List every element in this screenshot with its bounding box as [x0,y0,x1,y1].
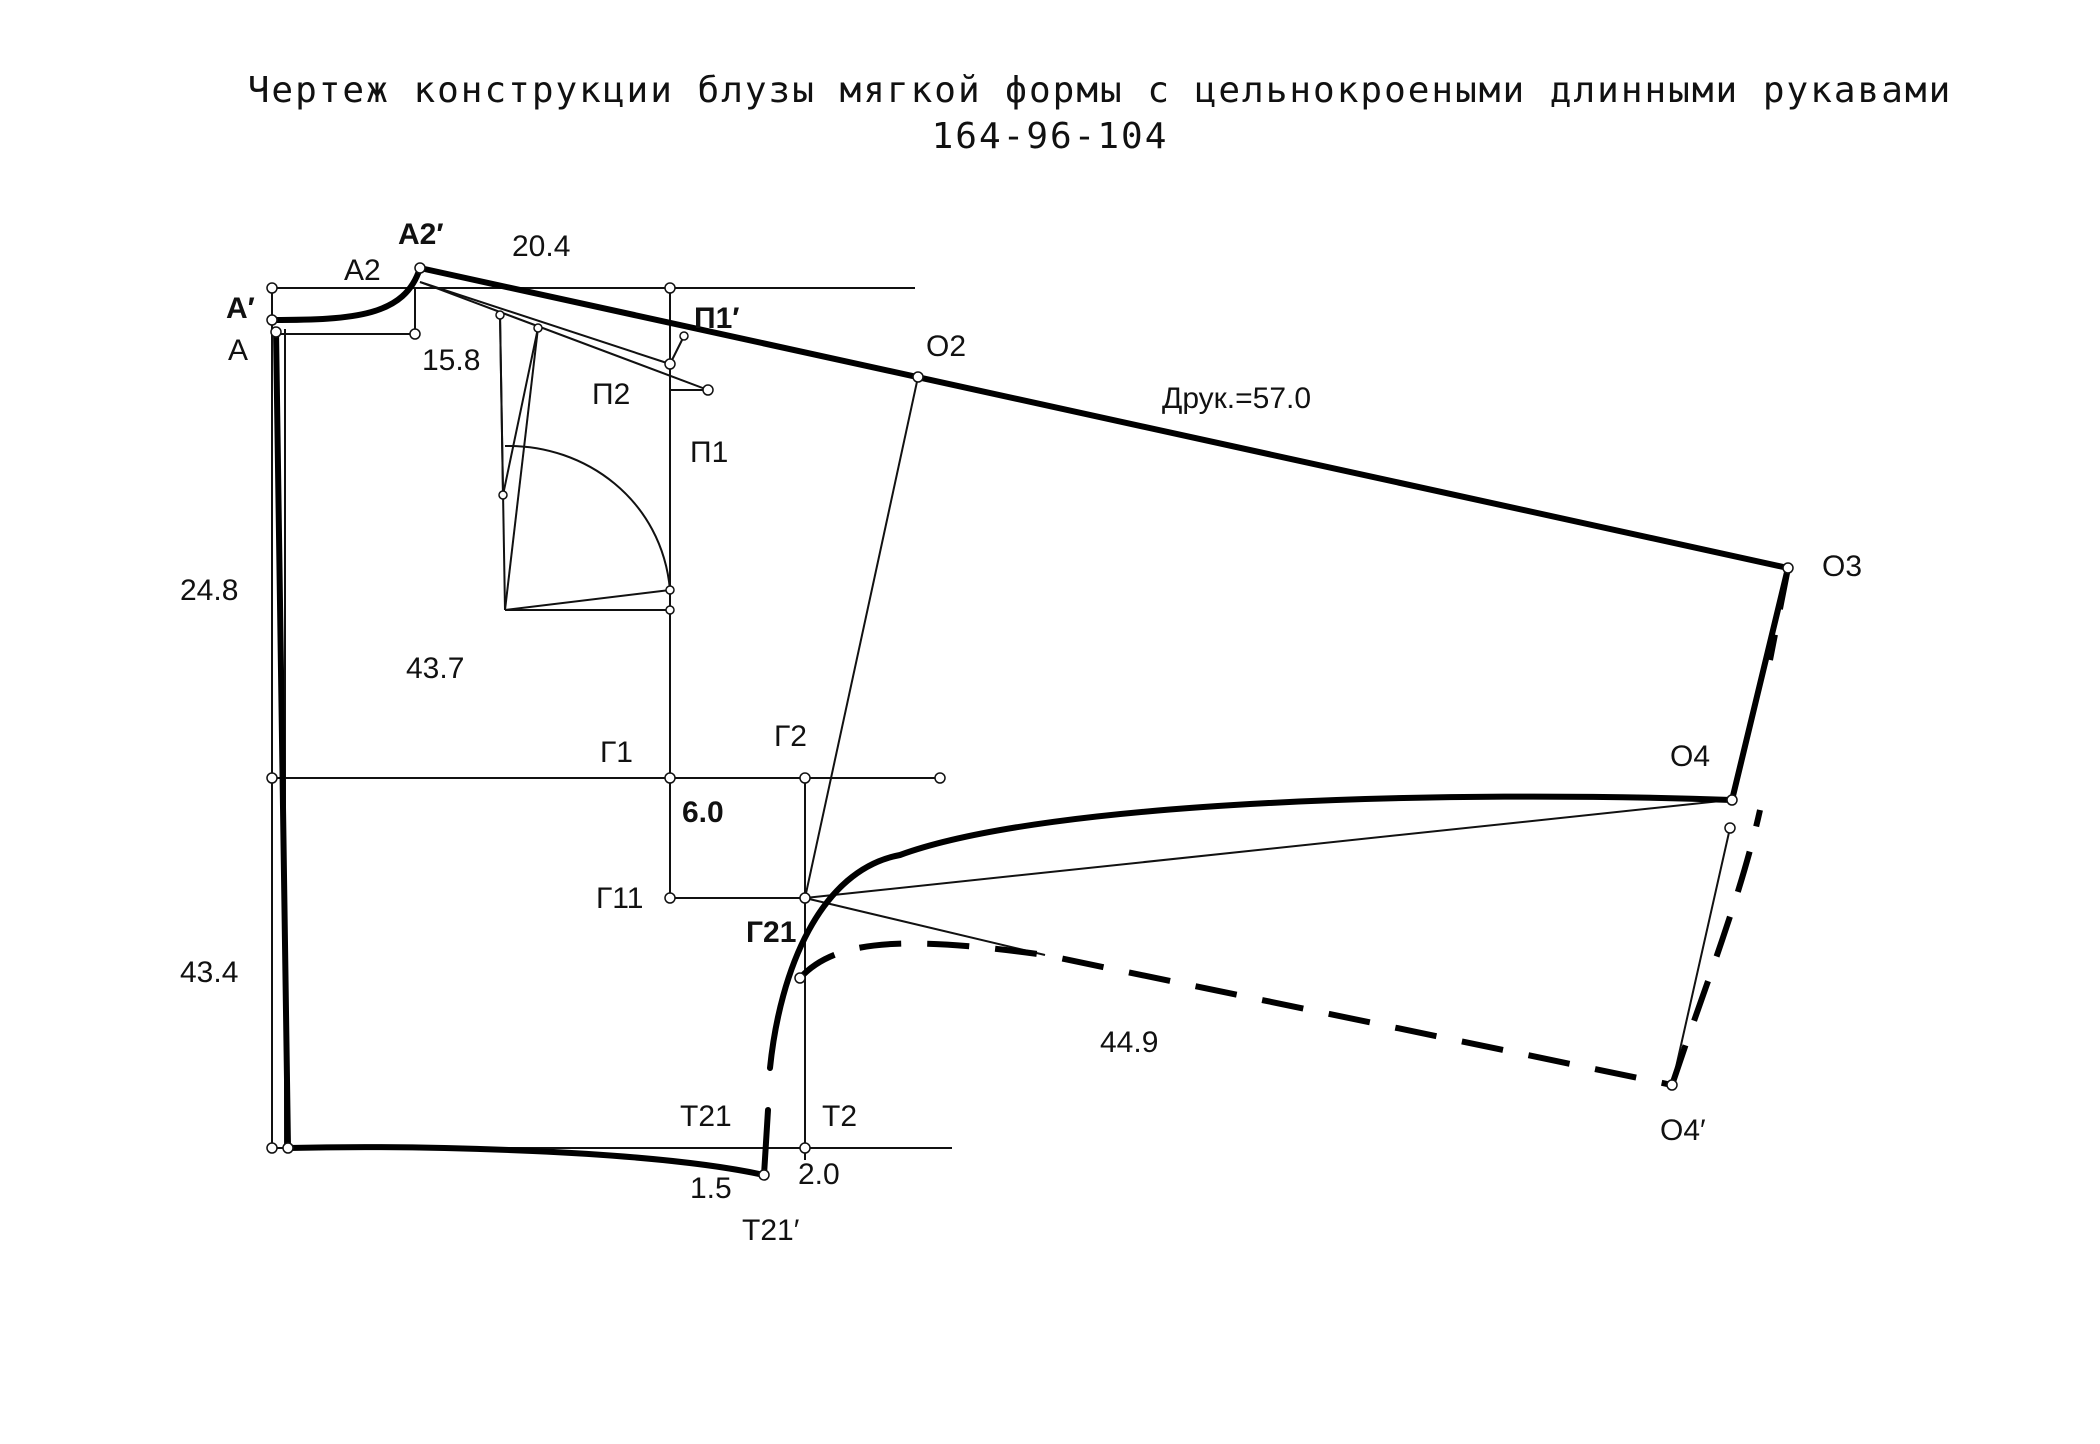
label-g2: Г2 [774,720,807,753]
label-t21: Т21 [680,1100,732,1133]
label-g1: Г1 [600,736,633,769]
point-markers [266,262,1794,1181]
dashed-lines [797,567,1791,1088]
label-t21-prime: Т21′ [742,1214,800,1247]
measure-6-0: 6.0 [682,796,724,829]
measure-43-7: 43.7 [406,652,464,685]
measure-2-0: 2.0 [798,1158,840,1191]
label-a2: А2 [344,254,381,287]
measure-44-9: 44.9 [1100,1026,1158,1059]
measure-1-5: 1.5 [690,1172,732,1205]
label-g11: Г11 [596,882,643,915]
measure-20-4: 20.4 [512,230,570,263]
construction-lines [271,281,1731,1160]
pattern-outline [269,265,1791,1178]
label-p2: П2 [592,378,630,411]
label-o4: О4 [1670,740,1710,773]
label-o3: О3 [1822,550,1862,583]
label-a-prime: А′ [226,292,255,325]
label-p1: П1 [690,436,728,469]
label-g21: Г21 [746,916,796,949]
label-a: А [228,334,248,367]
label-a2-prime: А2′ [398,218,444,251]
measure-43-4: 43.4 [180,956,238,989]
drawing-title: Чертеж конструкции блузы мягкой формы с … [248,70,1953,111]
measure-24-8: 24.8 [180,574,238,607]
measure-15-8: 15.8 [422,344,480,377]
label-o4-prime: О4′ [1660,1114,1706,1147]
label-o2: О2 [926,330,966,363]
label-p1-prime: П1′ [694,302,739,335]
label-t2: Т2 [822,1100,857,1133]
size-designation: 164-96-104 [932,116,1169,157]
label-sleeve-length: Друк.=57.0 [1162,382,1311,415]
